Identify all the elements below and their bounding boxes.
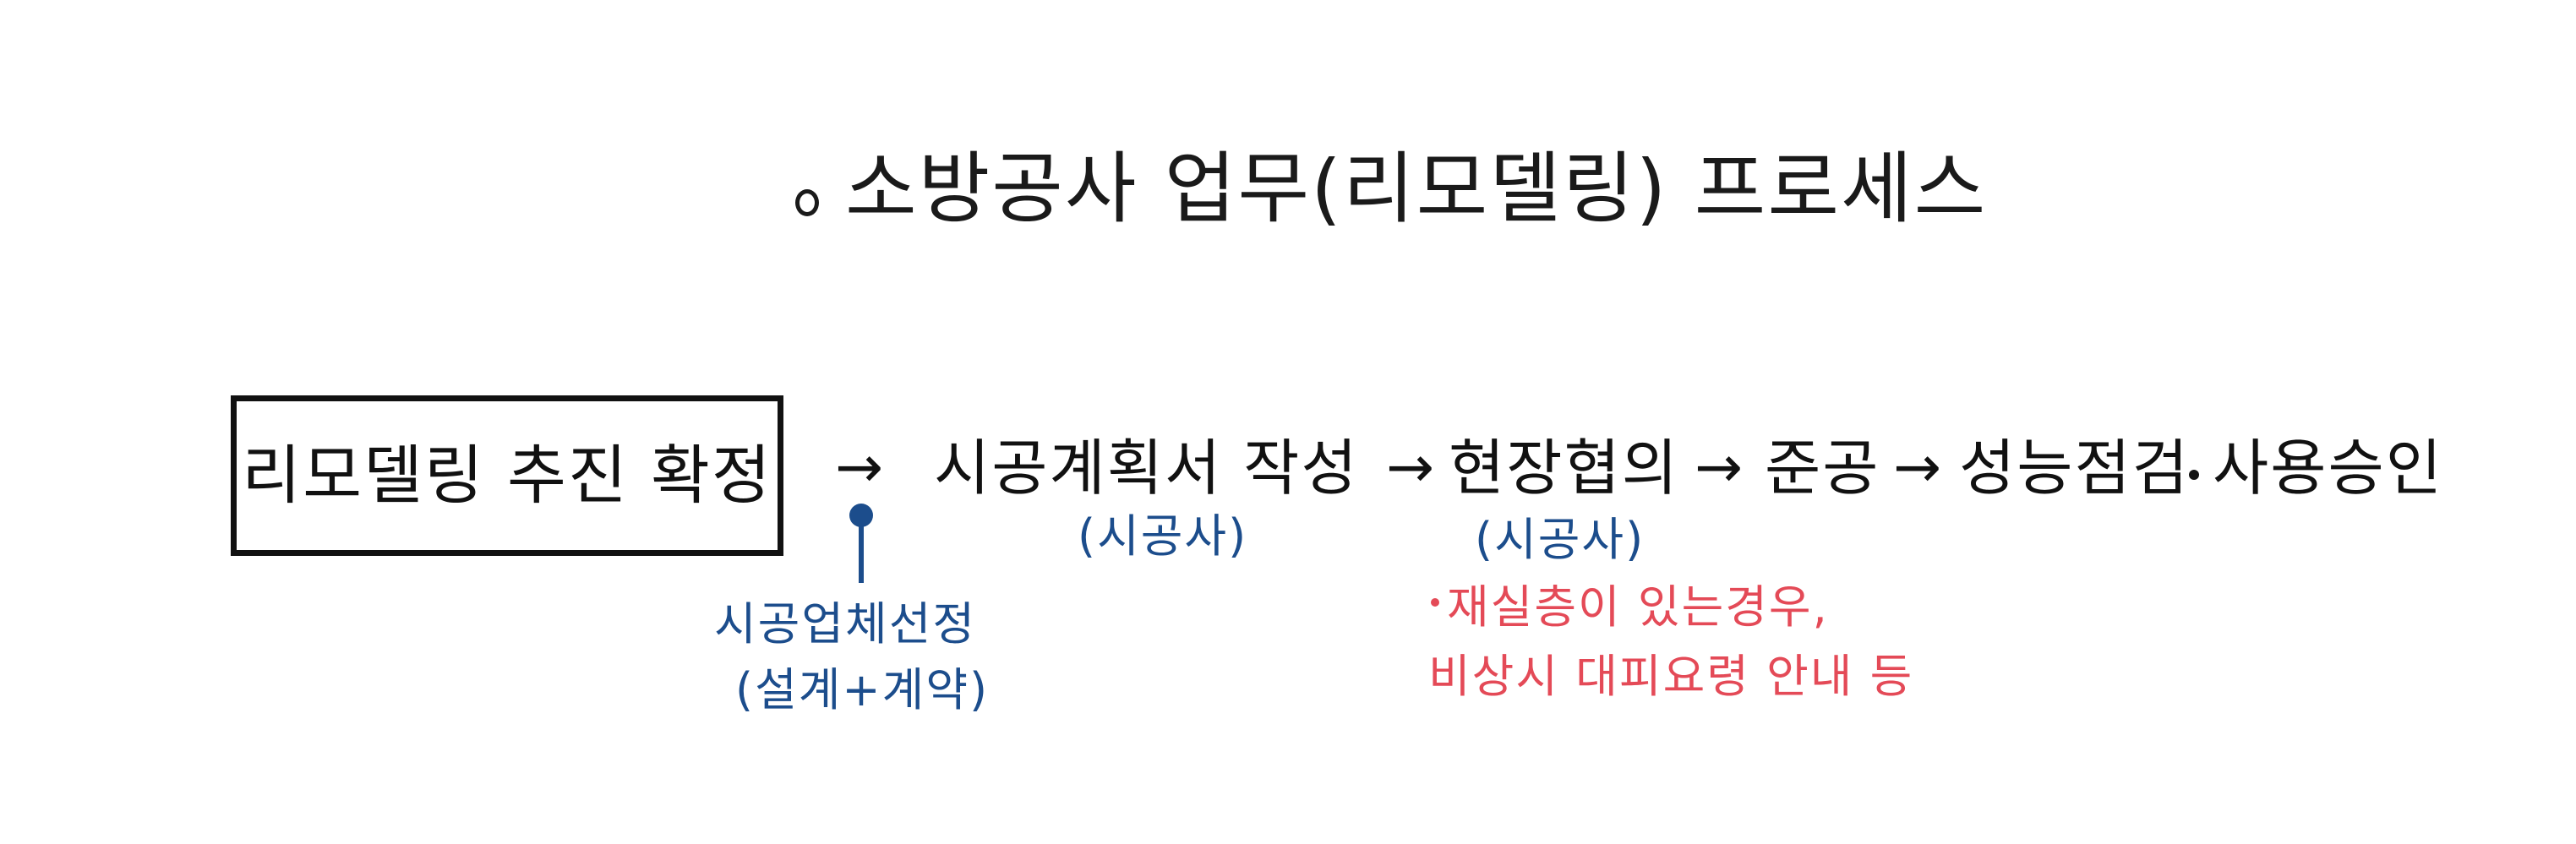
- note-contractor-site: (시공사): [1475, 513, 1645, 566]
- arrow-2: →: [1386, 434, 1436, 501]
- diagram-title: 소방공사 업무(리모델링) 프로세스: [845, 144, 1988, 234]
- step-site-meeting: 현장협의: [1449, 433, 1679, 504]
- red-note-bullet-icon: [1431, 598, 1439, 607]
- step-construction-plan: 시공계획서 작성: [934, 433, 1359, 504]
- arrow-1: →: [835, 434, 885, 501]
- start-box-label: 리모델링 추진 확정: [242, 438, 772, 513]
- step-performance-check: 성능점검: [1959, 433, 2190, 504]
- note-site-meeting-line1: 재실층이 있는경우,: [1447, 580, 1829, 634]
- note-contractor-plan: (시공사): [1078, 509, 1248, 563]
- note-contractor-selection-line2: (설계+계약): [735, 663, 990, 716]
- note-site-meeting-line2: 비상시 대피요령 안내 등: [1428, 650, 1914, 703]
- middle-dot: [2189, 470, 2199, 480]
- arrow-4: →: [1893, 434, 1943, 501]
- step-use-approval: 사용승인: [2213, 433, 2443, 504]
- connector-dot: [849, 504, 873, 527]
- title-bullet-icon: [795, 189, 819, 216]
- arrow-3: →: [1695, 434, 1744, 501]
- start-box: 리모델링 추진 확정: [231, 395, 783, 556]
- connector-line: [859, 514, 864, 583]
- step-completion: 준공: [1765, 433, 1880, 504]
- note-contractor-selection-line1: 시공업체선정: [714, 597, 977, 651]
